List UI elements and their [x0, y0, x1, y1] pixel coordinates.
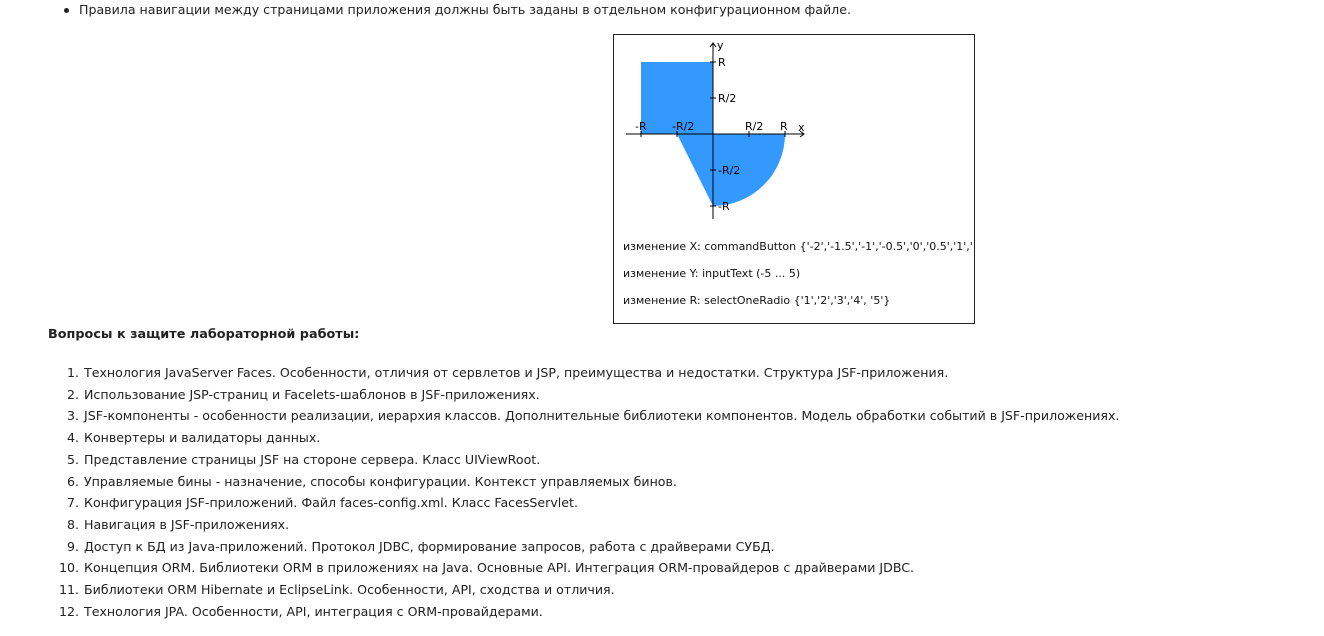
question-item: 6. Управляемые бины - назначение, способы…: [48, 471, 1119, 493]
question-item: 7. Конфигурация JSF-приложений. Файл face…: [48, 492, 1119, 514]
questions-heading: Вопросы к защите лабораторной работы:: [48, 327, 360, 342]
tick-label-x-r: R: [780, 120, 788, 133]
question-number: 3.: [66, 408, 79, 424]
question-text: Представление страницы JSF на стороне се…: [84, 451, 541, 467]
tick-label-y-r: R: [718, 56, 726, 69]
question-text: Конвертеры и валидаторы данных.: [84, 430, 321, 446]
quarter-circle-area: [713, 134, 785, 206]
param-x-text: изменение X: commandButton {'-2','-1.5',…: [623, 240, 973, 253]
tick-label-y-neg-half: -R/2: [718, 164, 740, 177]
question-text: Управляемые бины - назначение, способы к…: [84, 473, 677, 489]
intro-list: Правила навигации между страницами прило…: [62, 1, 851, 19]
tick-label-y-half: R/2: [718, 92, 736, 105]
question-number: 12.: [58, 603, 79, 619]
rectangle-area: [641, 62, 713, 134]
tick-label-x-neg-r: -R: [635, 120, 647, 133]
y-axis-arrow: [709, 42, 717, 48]
tick-label-y-neg-r: -R: [718, 200, 730, 213]
question-number: 10.: [58, 560, 79, 576]
question-number: 8.: [66, 516, 79, 532]
question-item: 4. Конвертеры и валидаторы данных.: [48, 427, 1119, 449]
axis-x-label: x: [798, 121, 805, 134]
question-item: 12. Технология JPA. Особенности, API, инт…: [48, 601, 1119, 623]
question-text: Доступ к БД из Java-приложений. Протокол…: [84, 538, 775, 554]
area-graph: y x -R -R/2 R/2 R R R/2 -R/2 -R: [626, 39, 805, 219]
question-item: 5. Представление страницы JSF на стороне …: [48, 449, 1119, 471]
question-number: 9.: [66, 538, 79, 554]
question-item: 1. Технология JavaServer Faces. Особеннос…: [48, 362, 1119, 384]
question-item: 8. Навигация в JSF-приложениях.: [48, 514, 1119, 536]
question-item: 9. Доступ к БД из Java-приложений. Проток…: [48, 536, 1119, 558]
question-item: 11. Библиотеки ORM Hibernate и EclipseLin…: [48, 579, 1119, 601]
tick-label-x-half: R/2: [745, 120, 763, 133]
area-figure: y x -R -R/2 R/2 R R R/2 -R/2 -R изменени…: [613, 34, 975, 324]
questions-list: 1. Технология JavaServer Faces. Особеннос…: [48, 362, 1119, 622]
question-item: 10. Концепция ORM. Библиотеки ORM в прило…: [48, 557, 1119, 579]
shaded-area: [641, 62, 785, 206]
question-item: 3. JSF-компоненты - особенности реализаци…: [48, 405, 1119, 427]
question-number: 2.: [66, 386, 79, 402]
question-number: 4.: [66, 430, 79, 446]
axis-y-label: y: [717, 39, 724, 52]
question-text: Библиотеки ORM Hibernate и EclipseLink. …: [84, 582, 615, 598]
triangle-area: [677, 134, 713, 206]
question-text: Использование JSP-страниц и Facelets-шаб…: [84, 386, 540, 402]
param-r-text: изменение R: selectOneRadio {'1','2','3'…: [623, 294, 891, 307]
intro-bullet: Правила навигации между страницами прило…: [62, 1, 851, 19]
question-number: 7.: [66, 495, 79, 511]
question-number: 11.: [58, 582, 79, 598]
param-y-text: изменение Y: inputText (-5 ... 5): [623, 267, 801, 280]
tick-label-x-neg-half: -R/2: [672, 120, 694, 133]
question-number: 5.: [66, 451, 79, 467]
question-number: 1.: [66, 365, 79, 380]
question-text: Технология JPA. Особенности, API, интегр…: [84, 603, 543, 619]
x-axis-arrow: [799, 130, 805, 138]
question-text: Технология JavaServer Faces. Особенности…: [84, 365, 949, 380]
question-text: JSF-компоненты - особенности реализации,…: [84, 408, 1120, 424]
question-text: Конфигурация JSF-приложений. Файл faces-…: [84, 495, 578, 511]
question-text: Навигация в JSF-приложениях.: [84, 516, 290, 532]
question-item: 2. Использование JSP-страниц и Facelets-ш…: [48, 384, 1119, 406]
question-text: Концепция ORM. Библиотеки ORM в приложен…: [84, 560, 915, 576]
question-number: 6.: [66, 473, 79, 489]
